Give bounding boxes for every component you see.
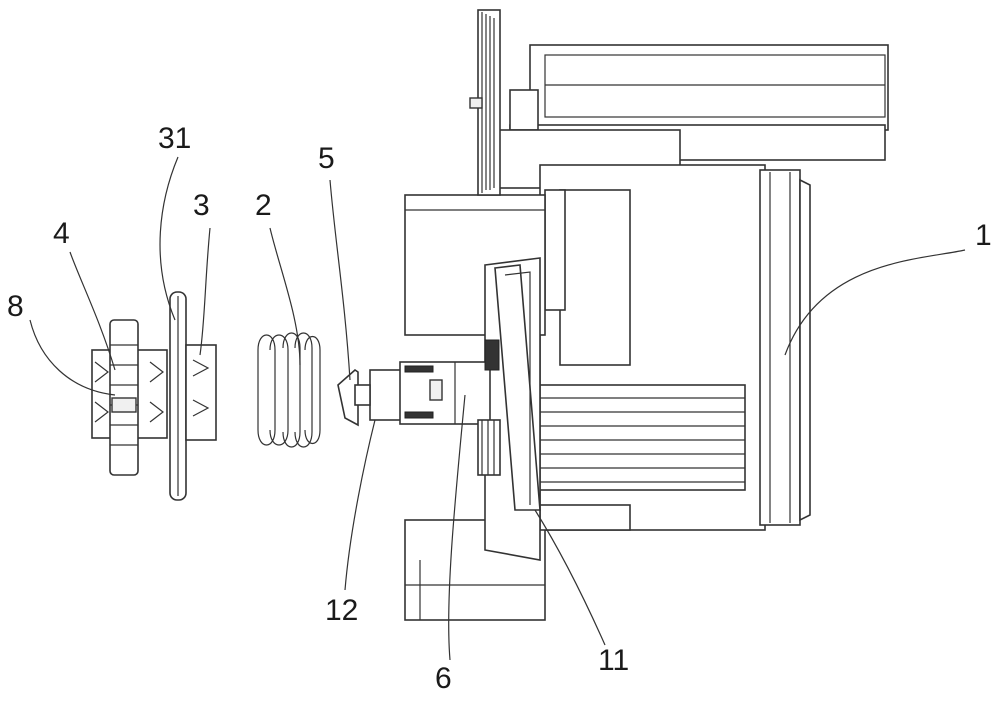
part-labels: 1 2 3 4 5 6 8 11 12 31 (7, 122, 992, 695)
friction-disc (169, 291, 187, 501)
coil-spring (257, 332, 321, 448)
flange-bracket (484, 257, 541, 561)
sprocket-gear (91, 319, 168, 476)
label-3: 3 (193, 189, 210, 222)
label-2: 2 (255, 189, 272, 222)
top-gear-wheel (469, 9, 501, 196)
leader-lines (29, 156, 966, 661)
label-8: 8 (7, 290, 24, 323)
clutch-hub (185, 344, 217, 441)
washer (337, 368, 371, 427)
label-31: 31 (158, 122, 191, 155)
label-4: 4 (53, 217, 70, 250)
shaft (369, 339, 501, 476)
label-5: 5 (318, 142, 335, 175)
label-12: 12 (325, 594, 358, 627)
label-6: 6 (435, 662, 452, 695)
label-1: 1 (975, 219, 992, 252)
label-11: 11 (598, 644, 629, 677)
